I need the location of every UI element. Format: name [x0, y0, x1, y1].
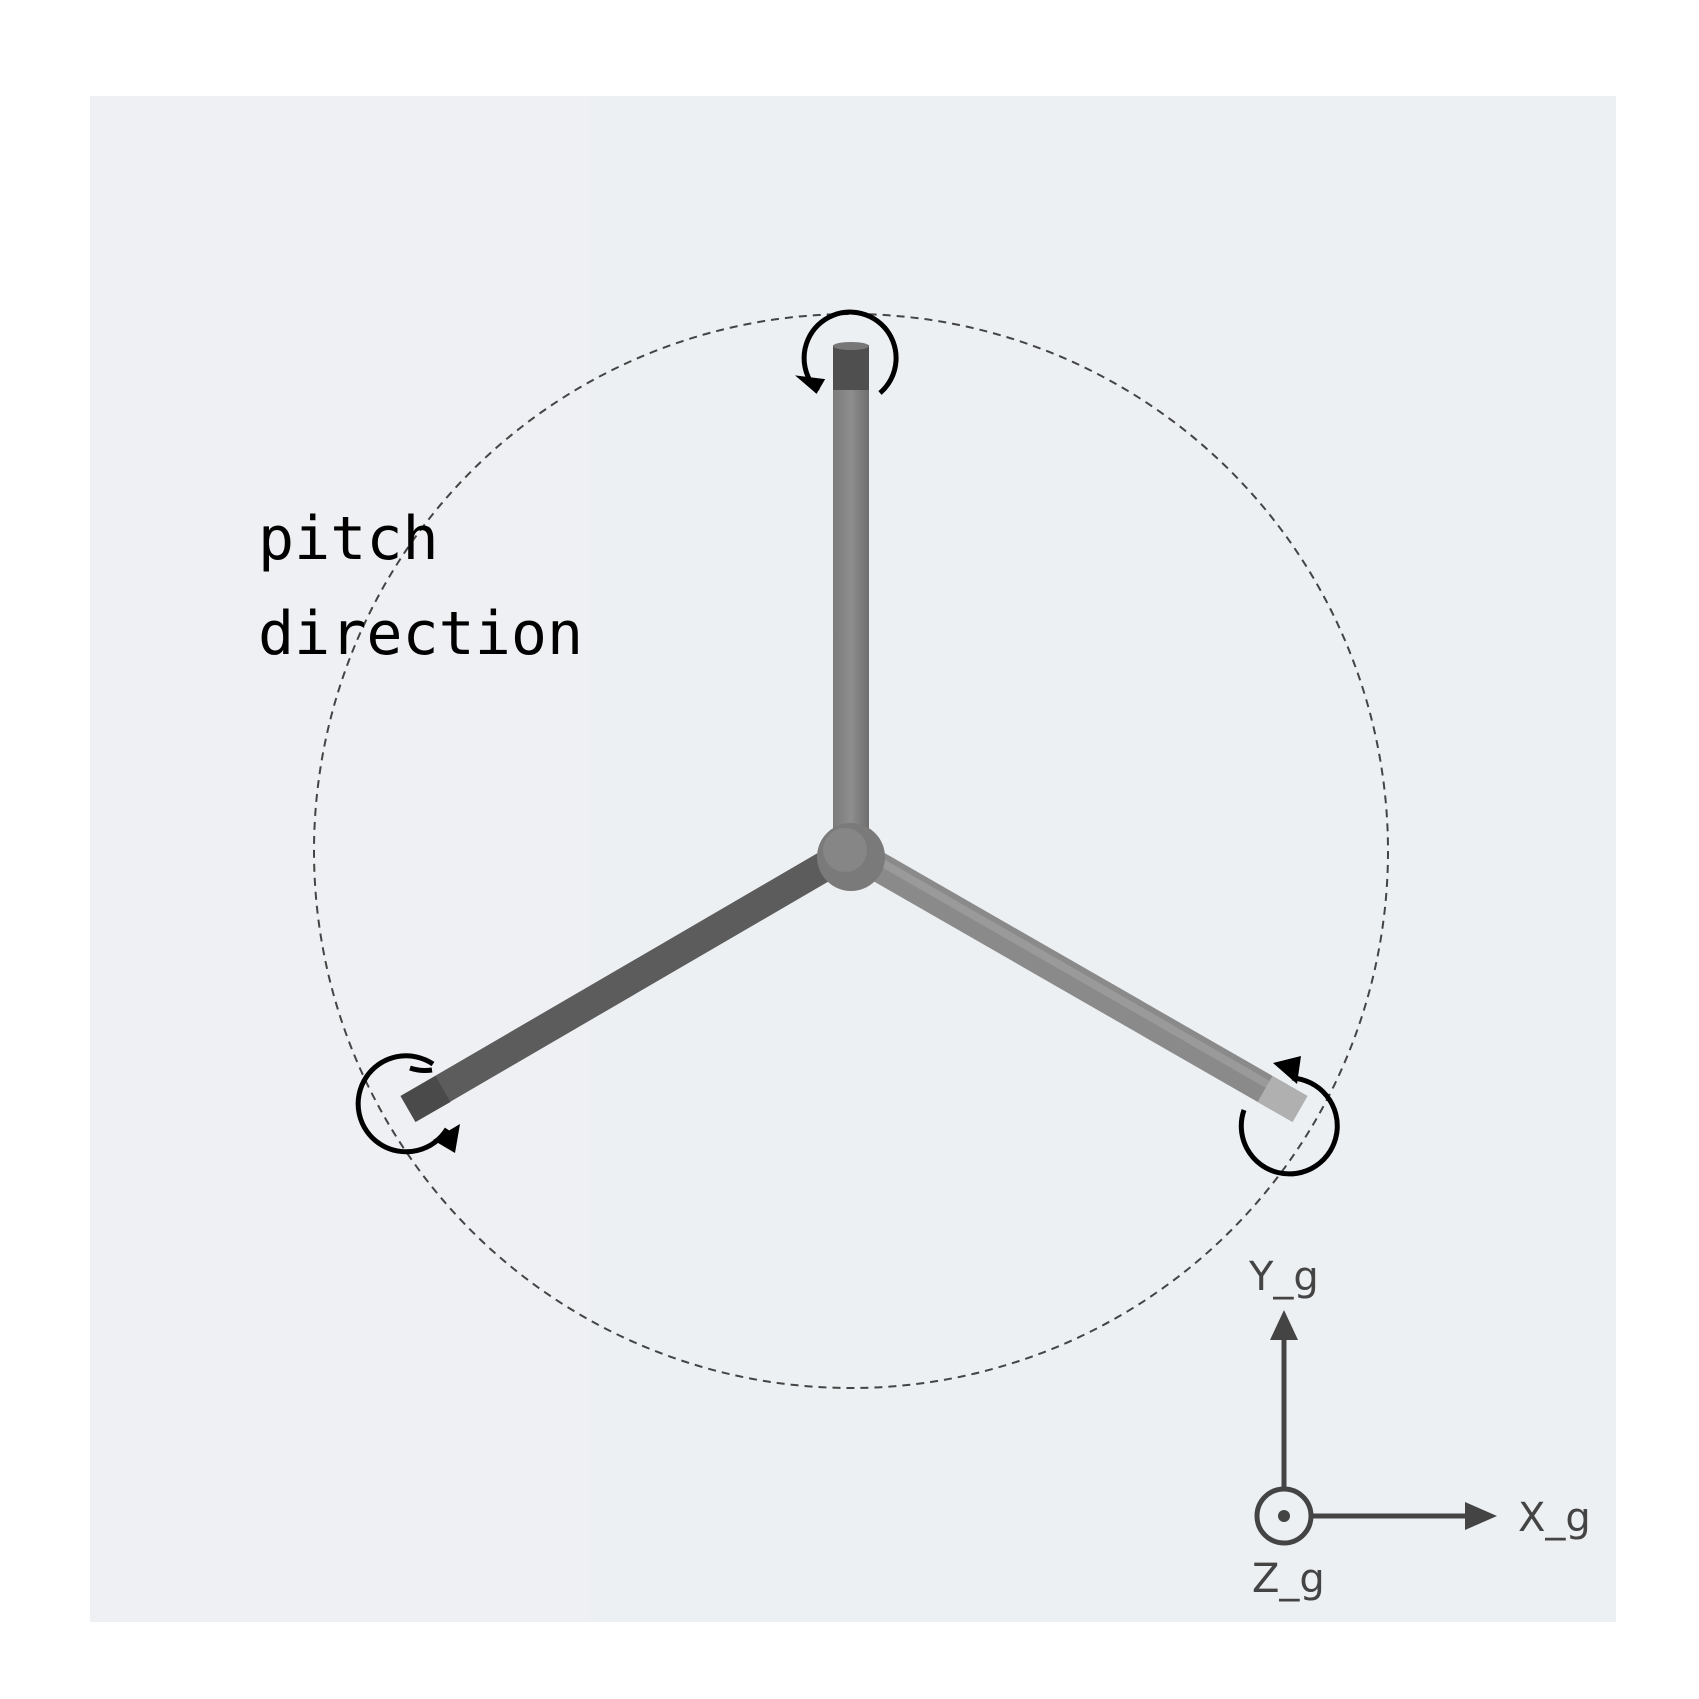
rotor-tip-circle — [313, 313, 1389, 1389]
pitch-arrow-top — [795, 309, 899, 395]
blade-right-tip — [1257, 1075, 1308, 1123]
x-axis-label: X_g — [1518, 1495, 1591, 1541]
pitch-arrow-right — [1238, 1056, 1340, 1177]
background-panel-right — [590, 96, 1616, 1622]
blade-right — [843, 837, 1308, 1123]
y-axis-label: Y_g — [1248, 1254, 1319, 1300]
annotation-line1: pitch — [258, 504, 439, 574]
blade-left — [400, 838, 859, 1123]
z-axis-label: Z_g — [1252, 1556, 1325, 1602]
blade-top — [833, 342, 869, 851]
blade-left-tip — [400, 1075, 451, 1123]
axis-triad: Y_g X_g Z_g — [1248, 1254, 1591, 1602]
blade-top-tip — [833, 345, 869, 390]
z-axis-out-of-page-icon — [1254, 1486, 1314, 1546]
annotation-line2: direction — [258, 599, 583, 669]
pitch-arrow-left — [355, 1053, 460, 1155]
